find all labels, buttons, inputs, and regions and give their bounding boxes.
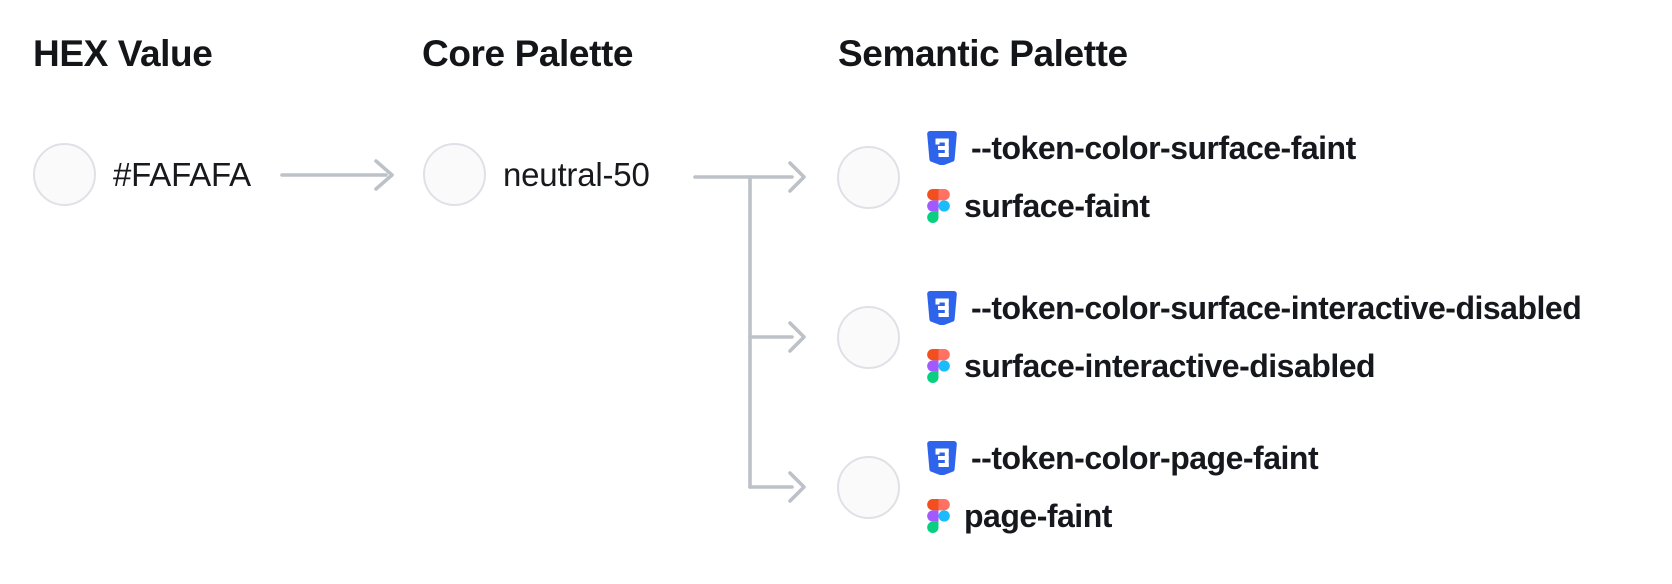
core-color-swatch xyxy=(423,143,486,206)
css-variable-name: --token-color-surface-faint xyxy=(971,129,1356,166)
figma-token-line: surface-interactive-disabled xyxy=(927,344,1581,389)
semantic-token-row: --token-color-surface-interactive-disabl… xyxy=(837,284,1582,390)
semantic-color-swatch xyxy=(837,145,900,209)
figma-logo-icon xyxy=(927,349,950,383)
figma-token-line: surface-faint xyxy=(927,184,1356,229)
hex-color-swatch xyxy=(33,143,96,206)
css-variable-name: --token-color-surface-interactive-disabl… xyxy=(971,289,1582,326)
figma-token-name: page-faint xyxy=(964,497,1112,534)
css-token-line: --token-color-surface-faint xyxy=(927,126,1356,171)
hex-value-label: #FAFAFA xyxy=(113,155,251,193)
semantic-token-row: --token-color-surface-faint surface-fain… xyxy=(837,124,1356,230)
header-semantic-palette: Semantic Palette xyxy=(838,33,1128,74)
css-variable-name: --token-color-page-faint xyxy=(971,439,1319,476)
css3-shield-icon xyxy=(927,441,957,475)
figma-token-name: surface-interactive-disabled xyxy=(964,347,1376,384)
header-hex-value: HEX Value xyxy=(33,33,213,74)
figma-token-name: surface-faint xyxy=(964,187,1150,224)
token-label-group: --token-color-surface-interactive-disabl… xyxy=(927,286,1582,389)
css-token-line: --token-color-surface-interactive-disabl… xyxy=(927,286,1582,331)
css3-shield-icon xyxy=(927,131,957,165)
css3-shield-icon xyxy=(927,291,957,325)
semantic-token-row: --token-color-page-faint page-faint xyxy=(837,434,1319,540)
core-palette-node: neutral-50 xyxy=(423,143,650,206)
semantic-color-swatch xyxy=(837,455,900,519)
semantic-color-swatch xyxy=(837,305,900,369)
hex-value-node: #FAFAFA xyxy=(33,143,251,206)
css-token-line: --token-color-page-faint xyxy=(927,436,1319,481)
figma-token-line: page-faint xyxy=(927,494,1318,539)
figma-logo-icon xyxy=(927,499,950,533)
token-label-group: --token-color-page-faint page-faint xyxy=(927,436,1319,539)
figma-logo-icon xyxy=(927,189,950,223)
branch-connector-icon xyxy=(693,161,806,503)
arrow-hex-to-core-icon xyxy=(280,159,394,191)
token-label-group: --token-color-surface-faint surface-fain… xyxy=(927,126,1356,229)
header-core-palette: Core Palette xyxy=(422,33,634,74)
core-palette-label: neutral-50 xyxy=(503,155,650,193)
